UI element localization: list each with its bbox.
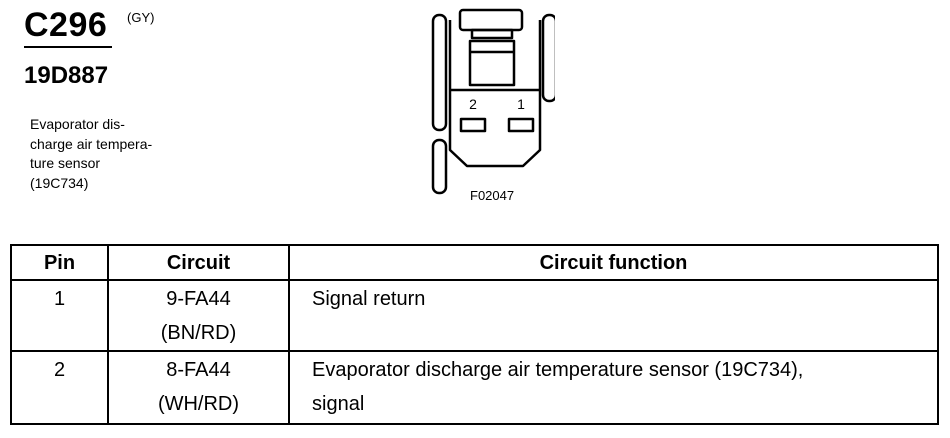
table-row: 1 9-FA44 (BN/RD) Signal return bbox=[10, 279, 939, 352]
wire-color: (BN/RD) bbox=[160, 322, 237, 344]
terminal-cavity-1 bbox=[507, 117, 535, 133]
figure-code: F02047 bbox=[470, 188, 515, 203]
description-line: (19C734) bbox=[30, 174, 89, 191]
terminal-cavity-2 bbox=[459, 117, 487, 133]
circuit-cell: 8-FA44 (WH/RD) bbox=[107, 350, 290, 425]
left-latch-arm bbox=[431, 13, 448, 132]
part-number: 19D887 bbox=[24, 62, 109, 89]
connector-housing bbox=[448, 20, 542, 168]
pin-number: 2 bbox=[53, 359, 66, 381]
pin-cell: 2 bbox=[10, 350, 109, 425]
function-cell: Signal return bbox=[288, 279, 939, 352]
circuit-cell: 9-FA44 (BN/RD) bbox=[107, 279, 290, 352]
title-underline bbox=[24, 46, 112, 48]
table-header-row: Pin Circuit Circuit function bbox=[10, 244, 939, 281]
circuit-code: 9-FA44 bbox=[166, 288, 231, 310]
header-circuit: Circuit bbox=[107, 244, 290, 281]
pin-circuit-table: Pin Circuit Circuit function 1 9-FA44 (B… bbox=[10, 244, 939, 425]
function-cell: Evaporator discharge air temperature sen… bbox=[288, 350, 939, 425]
description-line: ture sensor bbox=[30, 155, 101, 171]
latch-window bbox=[468, 39, 516, 87]
connector-color-code: (GY) bbox=[127, 10, 155, 25]
table-row: 2 8-FA44 (WH/RD) Evaporator discharge ai… bbox=[10, 350, 939, 425]
circuit-function-text: Evaporator discharge air temperature sen… bbox=[312, 359, 804, 381]
top-tab bbox=[458, 8, 524, 32]
left-lower-latch bbox=[431, 138, 448, 195]
pin-label-1: 1 bbox=[517, 96, 525, 112]
circuit-code: 8-FA44 bbox=[166, 359, 231, 381]
pin-cell: 1 bbox=[10, 279, 109, 352]
wire-color: (WH/RD) bbox=[157, 393, 240, 415]
description-line: Evaporator dis- bbox=[30, 116, 125, 132]
header-pin: Pin bbox=[10, 244, 109, 281]
connector-face-drawing: 2 1 bbox=[431, 8, 555, 195]
connector-description: Evaporator dis- charge air tempera- ture… bbox=[30, 115, 230, 193]
pin-label-2: 2 bbox=[469, 96, 477, 112]
connector-id: C296 bbox=[24, 6, 108, 44]
right-latch-arm bbox=[541, 13, 555, 103]
circuit-function-text: signal bbox=[312, 393, 365, 415]
header-circuit-function: Circuit function bbox=[288, 244, 939, 281]
description-line: charge air tempera- bbox=[30, 135, 153, 152]
pin-number: 1 bbox=[53, 288, 66, 310]
circuit-function-text: Signal return bbox=[312, 288, 426, 310]
top-tab-stem bbox=[470, 28, 514, 40]
